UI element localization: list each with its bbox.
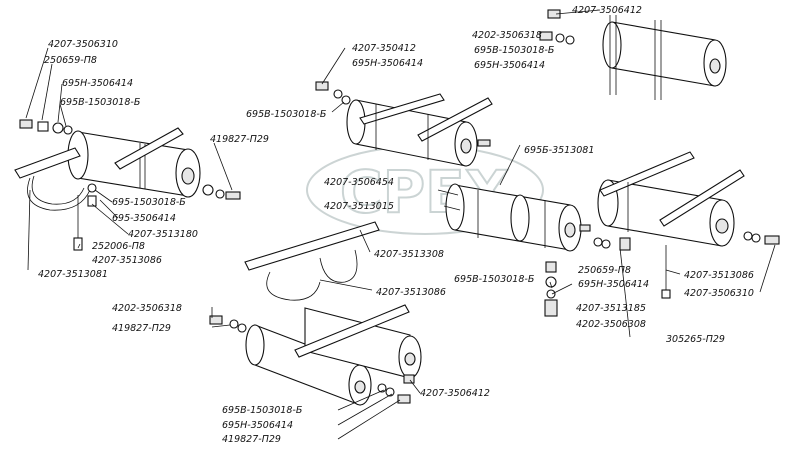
label-695-3506414: 695-3506414 (112, 213, 176, 224)
label-4202-3506318-a: 4202-3506318 (472, 30, 542, 41)
leader-lines (25, 9, 776, 440)
air-receiver-top-right (539, 9, 727, 100)
label-4207-350412: 4207-350412 (352, 43, 416, 54)
label-419827-p29-a: 419827-П29 (210, 134, 269, 145)
label-4207-3513015: 4207-3513015 (324, 201, 394, 212)
label-4207-3513308: 4207-3513308 (374, 249, 444, 260)
label-695v-1503018-b-d: 695В-1503018-Б (454, 274, 535, 285)
air-receiver-middle (315, 81, 493, 167)
label-695n-3506414-e: 695Н-3506414 (222, 420, 293, 431)
label-695v-1503018-b-b: 695В-1503018-Б (246, 109, 327, 120)
label-4207-3506412-b: 4207-3506412 (420, 388, 490, 399)
label-4207-3513185: 4207-3513185 (576, 303, 646, 314)
label-695v-1503018-b-a: 695В-1503018-Б (60, 97, 141, 108)
label-305265-p29: 305265-П29 (666, 334, 725, 345)
air-receiver-center (445, 183, 611, 317)
label-695b-3513081: 695Б-3513081 (524, 145, 594, 156)
label-4207-3513086-c: 4207-3513086 (684, 270, 754, 281)
label-419827-p29-b: 419827-П29 (112, 323, 171, 334)
label-695n-3506414-d: 695Н-3506414 (578, 279, 649, 290)
label-695v-1503018-b-c: 695В-1503018-Б (474, 45, 555, 56)
label-4202-3506308: 4202-3506308 (576, 319, 646, 330)
label-4207-3506310-a: 4207-3506310 (48, 39, 118, 50)
air-receiver-right (597, 151, 780, 299)
label-4207-3513086-a: 4207-3513086 (92, 255, 162, 266)
fittings-left (19, 119, 241, 207)
label-252006-p8: 252006-П8 (92, 241, 145, 252)
label-695-1503018-b: 695-1503018-Б (112, 197, 186, 208)
label-419827-p29-c: 419827-П29 (222, 434, 281, 445)
label-4207-3513180: 4207-3513180 (128, 229, 198, 240)
label-4202-3506318-b: 4202-3506318 (112, 303, 182, 314)
label-695n-3506414-b: 695Н-3506414 (352, 58, 423, 69)
label-4207-3506310-b: 4207-3506310 (684, 288, 754, 299)
air-receiver-left (14, 127, 201, 251)
label-695v-1503018-b-e: 695В-1503018-Б (222, 405, 303, 416)
label-4207-3513086-b: 4207-3513086 (376, 287, 446, 298)
label-250659-p8-b: 250659-П8 (578, 265, 631, 276)
label-4207-3506454: 4207-3506454 (324, 177, 394, 188)
air-receiver-bottom (209, 221, 422, 406)
label-250659-p8-a: 250659-П8 (44, 55, 97, 66)
label-695n-3506414-c: 695Н-3506414 (474, 60, 545, 71)
label-695n-3506414-a: 695Н-3506414 (62, 78, 133, 89)
label-4207-3513081: 4207-3513081 (38, 269, 108, 280)
label-4207-3506412-a: 4207-3506412 (572, 5, 642, 16)
part-labels: 4207-3506310 250659-П8 695Н-3506414 695В… (38, 5, 754, 445)
